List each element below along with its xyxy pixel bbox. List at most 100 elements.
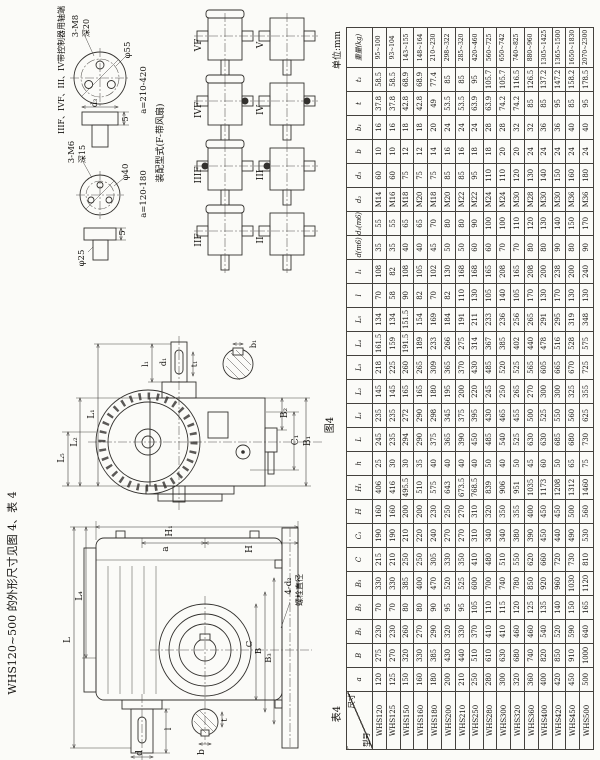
value-cell: 270 xyxy=(524,379,539,404)
value-cell: 120 xyxy=(524,211,539,236)
value-cell: 63.9 xyxy=(483,91,497,116)
value-cell: 238 xyxy=(552,259,566,284)
value-cell: 90 xyxy=(579,235,594,260)
value-cell: 320 xyxy=(483,499,497,524)
value-cell: 150 xyxy=(552,163,566,188)
dim-b1: b₁ xyxy=(249,340,258,348)
dim-B1: B₁ xyxy=(303,436,313,446)
value-cell: 108 xyxy=(372,259,387,284)
value-cell: 161.5 xyxy=(372,331,387,356)
type-label-vf: VF xyxy=(194,39,204,53)
value-cell: 400 xyxy=(538,667,553,692)
value-cell: 450 xyxy=(538,523,553,548)
value-cell: 410 xyxy=(496,619,511,644)
value-cell: 350 xyxy=(455,547,470,572)
value-cell: 28 xyxy=(496,115,511,140)
value-cell: 235 xyxy=(386,403,401,428)
model-cell: WHS320 xyxy=(510,691,525,750)
col-header-18: l₁ xyxy=(346,259,373,284)
value-cell: 460 xyxy=(510,619,525,644)
value-cell: 102 xyxy=(427,259,442,284)
value-cell: 135 xyxy=(538,595,553,620)
col-header-20: d₁(m6) xyxy=(346,211,373,236)
col-header-7: C₁ xyxy=(346,523,373,548)
value-cell: 265 xyxy=(524,307,539,332)
value-cell: 960 xyxy=(552,571,566,596)
value-cell: 140 xyxy=(538,163,553,188)
value-cell: 12 xyxy=(413,139,428,164)
value-cell: 245 xyxy=(483,379,497,404)
value-cell: 35 xyxy=(413,451,428,476)
lower-thread-label: 3-M6 xyxy=(67,141,77,163)
value-cell: 375 xyxy=(427,427,442,452)
dim-d1: d₁ xyxy=(159,358,168,366)
value-cell: 1120 xyxy=(579,571,594,596)
value-cell: 170 xyxy=(579,211,594,236)
shaft-end-detail-upper xyxy=(70,33,130,148)
value-cell: 360 xyxy=(524,667,539,692)
value-cell: 18 xyxy=(400,115,414,140)
value-cell: 218 xyxy=(372,355,387,380)
value-cell: 160 xyxy=(386,499,401,524)
value-cell: 525 xyxy=(538,403,553,428)
col-header-9: H₁ xyxy=(346,475,373,500)
value-cell: 85 xyxy=(441,163,456,188)
value-cell: 330 xyxy=(455,619,470,644)
value-cell: 16 xyxy=(372,115,387,140)
col-header-10: h xyxy=(346,451,373,476)
value-cell: 30 xyxy=(386,451,401,476)
model-cell: WHS200 xyxy=(441,691,456,750)
value-cell: 75 xyxy=(413,163,428,188)
value-cell: 58 xyxy=(386,283,401,308)
value-cell: 478 xyxy=(538,331,553,356)
value-cell: 298 xyxy=(427,403,442,428)
col-header-21: d₂ xyxy=(346,187,373,212)
value-cell: 420~460 xyxy=(469,27,483,68)
value-cell: 70 xyxy=(496,235,511,260)
value-cell: 190 xyxy=(372,523,387,548)
value-cell: 65 xyxy=(400,211,414,236)
value-cell: 68.9 xyxy=(400,67,414,92)
value-cell: 60 xyxy=(469,235,483,260)
hub-dia-label: d₃ xyxy=(90,99,99,107)
dim-H1: H₁ xyxy=(165,525,175,536)
dim-l: l xyxy=(164,727,173,730)
value-cell: 95 xyxy=(455,595,470,620)
value-cell: 105.7 xyxy=(496,67,511,92)
col-header-24: b₁ xyxy=(346,115,373,140)
value-cell: 235 xyxy=(386,427,401,452)
value-cell: 75 xyxy=(579,451,594,476)
value-cell: 134 xyxy=(372,307,387,332)
col-header-17: l xyxy=(346,283,373,308)
model-cell: WHS400 xyxy=(538,691,553,750)
col-header-2: B xyxy=(346,643,373,668)
value-cell: 180 xyxy=(579,163,594,188)
value-cell: 265 xyxy=(510,379,525,404)
value-cell: 95 xyxy=(552,91,566,116)
value-cell: 1030 xyxy=(565,571,580,596)
value-cell: 400 xyxy=(413,571,428,596)
value-cell: 110 xyxy=(483,163,497,188)
plan-view xyxy=(62,336,322,510)
col-header-15: L₄ xyxy=(346,331,373,356)
dim-l1: l₁ xyxy=(141,361,150,367)
value-cell: 160 xyxy=(413,667,428,692)
value-cell: 110 xyxy=(483,595,497,620)
value-cell: 184 xyxy=(441,307,456,332)
value-cell: 143~155 xyxy=(400,27,414,68)
model-cell: WHS210 xyxy=(455,691,470,750)
value-cell: 50 xyxy=(510,451,525,476)
value-cell: 210 xyxy=(455,667,470,692)
value-cell: 16 xyxy=(441,139,456,164)
value-cell: 450 xyxy=(469,427,483,452)
value-cell: 168 xyxy=(469,259,483,284)
value-cell: 10 xyxy=(372,139,387,164)
value-cell: 270 xyxy=(441,523,456,548)
value-cell: 250 xyxy=(413,547,428,572)
value-cell: 10 xyxy=(386,139,401,164)
